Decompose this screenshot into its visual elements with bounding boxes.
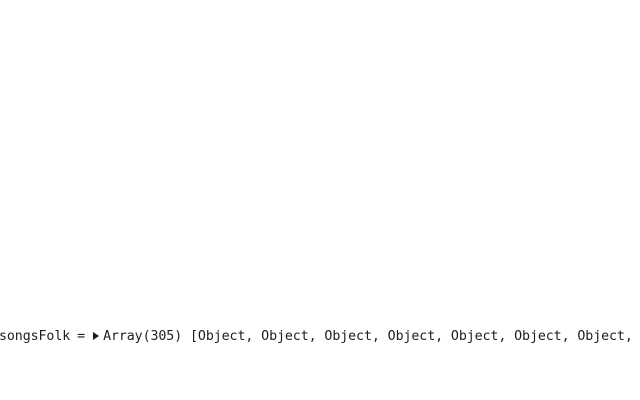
array-summary[interactable]: Array(305) [103, 329, 183, 344]
equals-sign: = [77, 329, 86, 344]
inspector-output: songsFolk = Array(305) [Object, Object, Ob… [0, 327, 633, 347]
array-items-preview: [Object, Object, Object, Object, Object,… [190, 329, 633, 344]
variable-name: songsFolk [0, 329, 71, 344]
triangle-right-icon[interactable] [91, 331, 101, 341]
